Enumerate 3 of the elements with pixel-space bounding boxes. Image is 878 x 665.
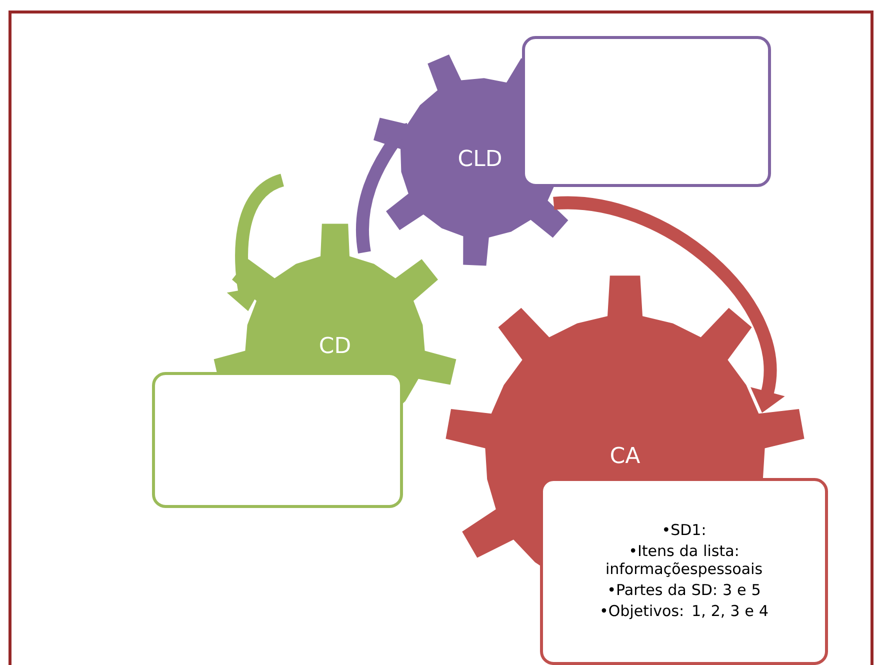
- empty-box: [522, 36, 771, 187]
- empty-box: [152, 372, 403, 508]
- text-box: •SD1: •Itens da lista: informaçõespessoais •Partes da SD: 3 e 5 •Objetivos: 1, 2, 3 e 4: [540, 478, 828, 665]
